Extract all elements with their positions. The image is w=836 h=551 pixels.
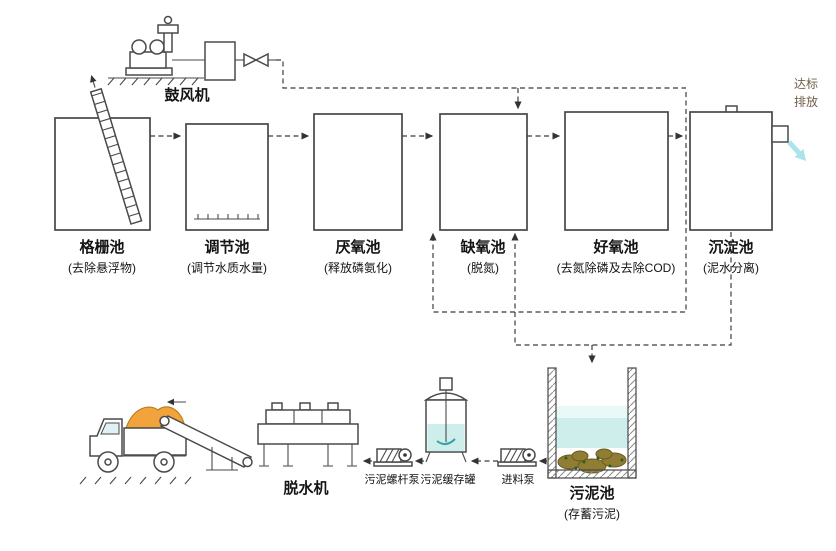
valve-icon xyxy=(243,52,269,68)
screen-tank-desc: (去除悬浮物) xyxy=(68,260,136,275)
aerobic-tank-desc: (去氮除磷及去除COD) xyxy=(557,260,676,275)
buffer-tank xyxy=(423,377,469,463)
buffer-tank-label: 污泥缓存罐 xyxy=(421,472,476,486)
sedimentation-tank-name: 沉淀池 xyxy=(708,238,753,256)
discharge-label-1: 达标 xyxy=(794,77,818,91)
screw-pump xyxy=(373,448,413,467)
recycle-lines xyxy=(429,92,732,364)
screw-pump-label: 污泥螺杆泵 xyxy=(365,472,420,486)
anoxic-tank xyxy=(439,113,528,231)
air-receiver xyxy=(204,41,236,81)
blower-unit xyxy=(107,15,276,86)
regulation-tank xyxy=(185,123,269,231)
truck-window xyxy=(100,422,120,435)
sludge-tank-desc: (存蓄污泥) xyxy=(564,507,620,521)
anoxic-tank-desc: (脱氮) xyxy=(467,260,499,275)
sedimentation-tank-desc: (泥水分离) xyxy=(703,260,759,275)
anaerobic-tank-desc: (释放磷氨化) xyxy=(324,260,392,275)
anaerobic-tank xyxy=(313,113,403,231)
anaerobic-tank-name: 厌氧池 xyxy=(335,238,380,256)
aerobic-tank-name: 好氧池 xyxy=(592,238,638,256)
aerobic-tank xyxy=(564,111,669,231)
agitator-blade xyxy=(436,438,456,445)
feed-pump xyxy=(497,448,537,467)
discharge-label-2: 排放 xyxy=(794,94,818,109)
agitator-motor xyxy=(439,377,453,391)
conveyor xyxy=(159,398,253,471)
anoxic-tank-name: 缺氧池 xyxy=(459,238,505,256)
sedimentation-tank xyxy=(689,105,789,231)
bar-screen xyxy=(89,75,143,225)
effluent-weir-box xyxy=(771,125,789,143)
air-line xyxy=(276,59,686,110)
dewaterer-label: 脱水机 xyxy=(283,479,328,497)
regulation-tank-name: 调节池 xyxy=(204,238,249,256)
screen-tank-name: 格栅池 xyxy=(79,238,124,256)
dewaterer xyxy=(257,402,359,467)
screen-tank xyxy=(54,75,151,231)
discharge-arrow xyxy=(787,140,806,161)
sludge-tank xyxy=(547,367,637,479)
feed-pump-label: 进料泵 xyxy=(502,472,535,486)
regulation-tank-desc: (调节水质水量) xyxy=(187,261,267,275)
blower-label: 鼓风机 xyxy=(164,86,209,104)
sludge-tank-label: 污泥池 xyxy=(569,484,614,502)
